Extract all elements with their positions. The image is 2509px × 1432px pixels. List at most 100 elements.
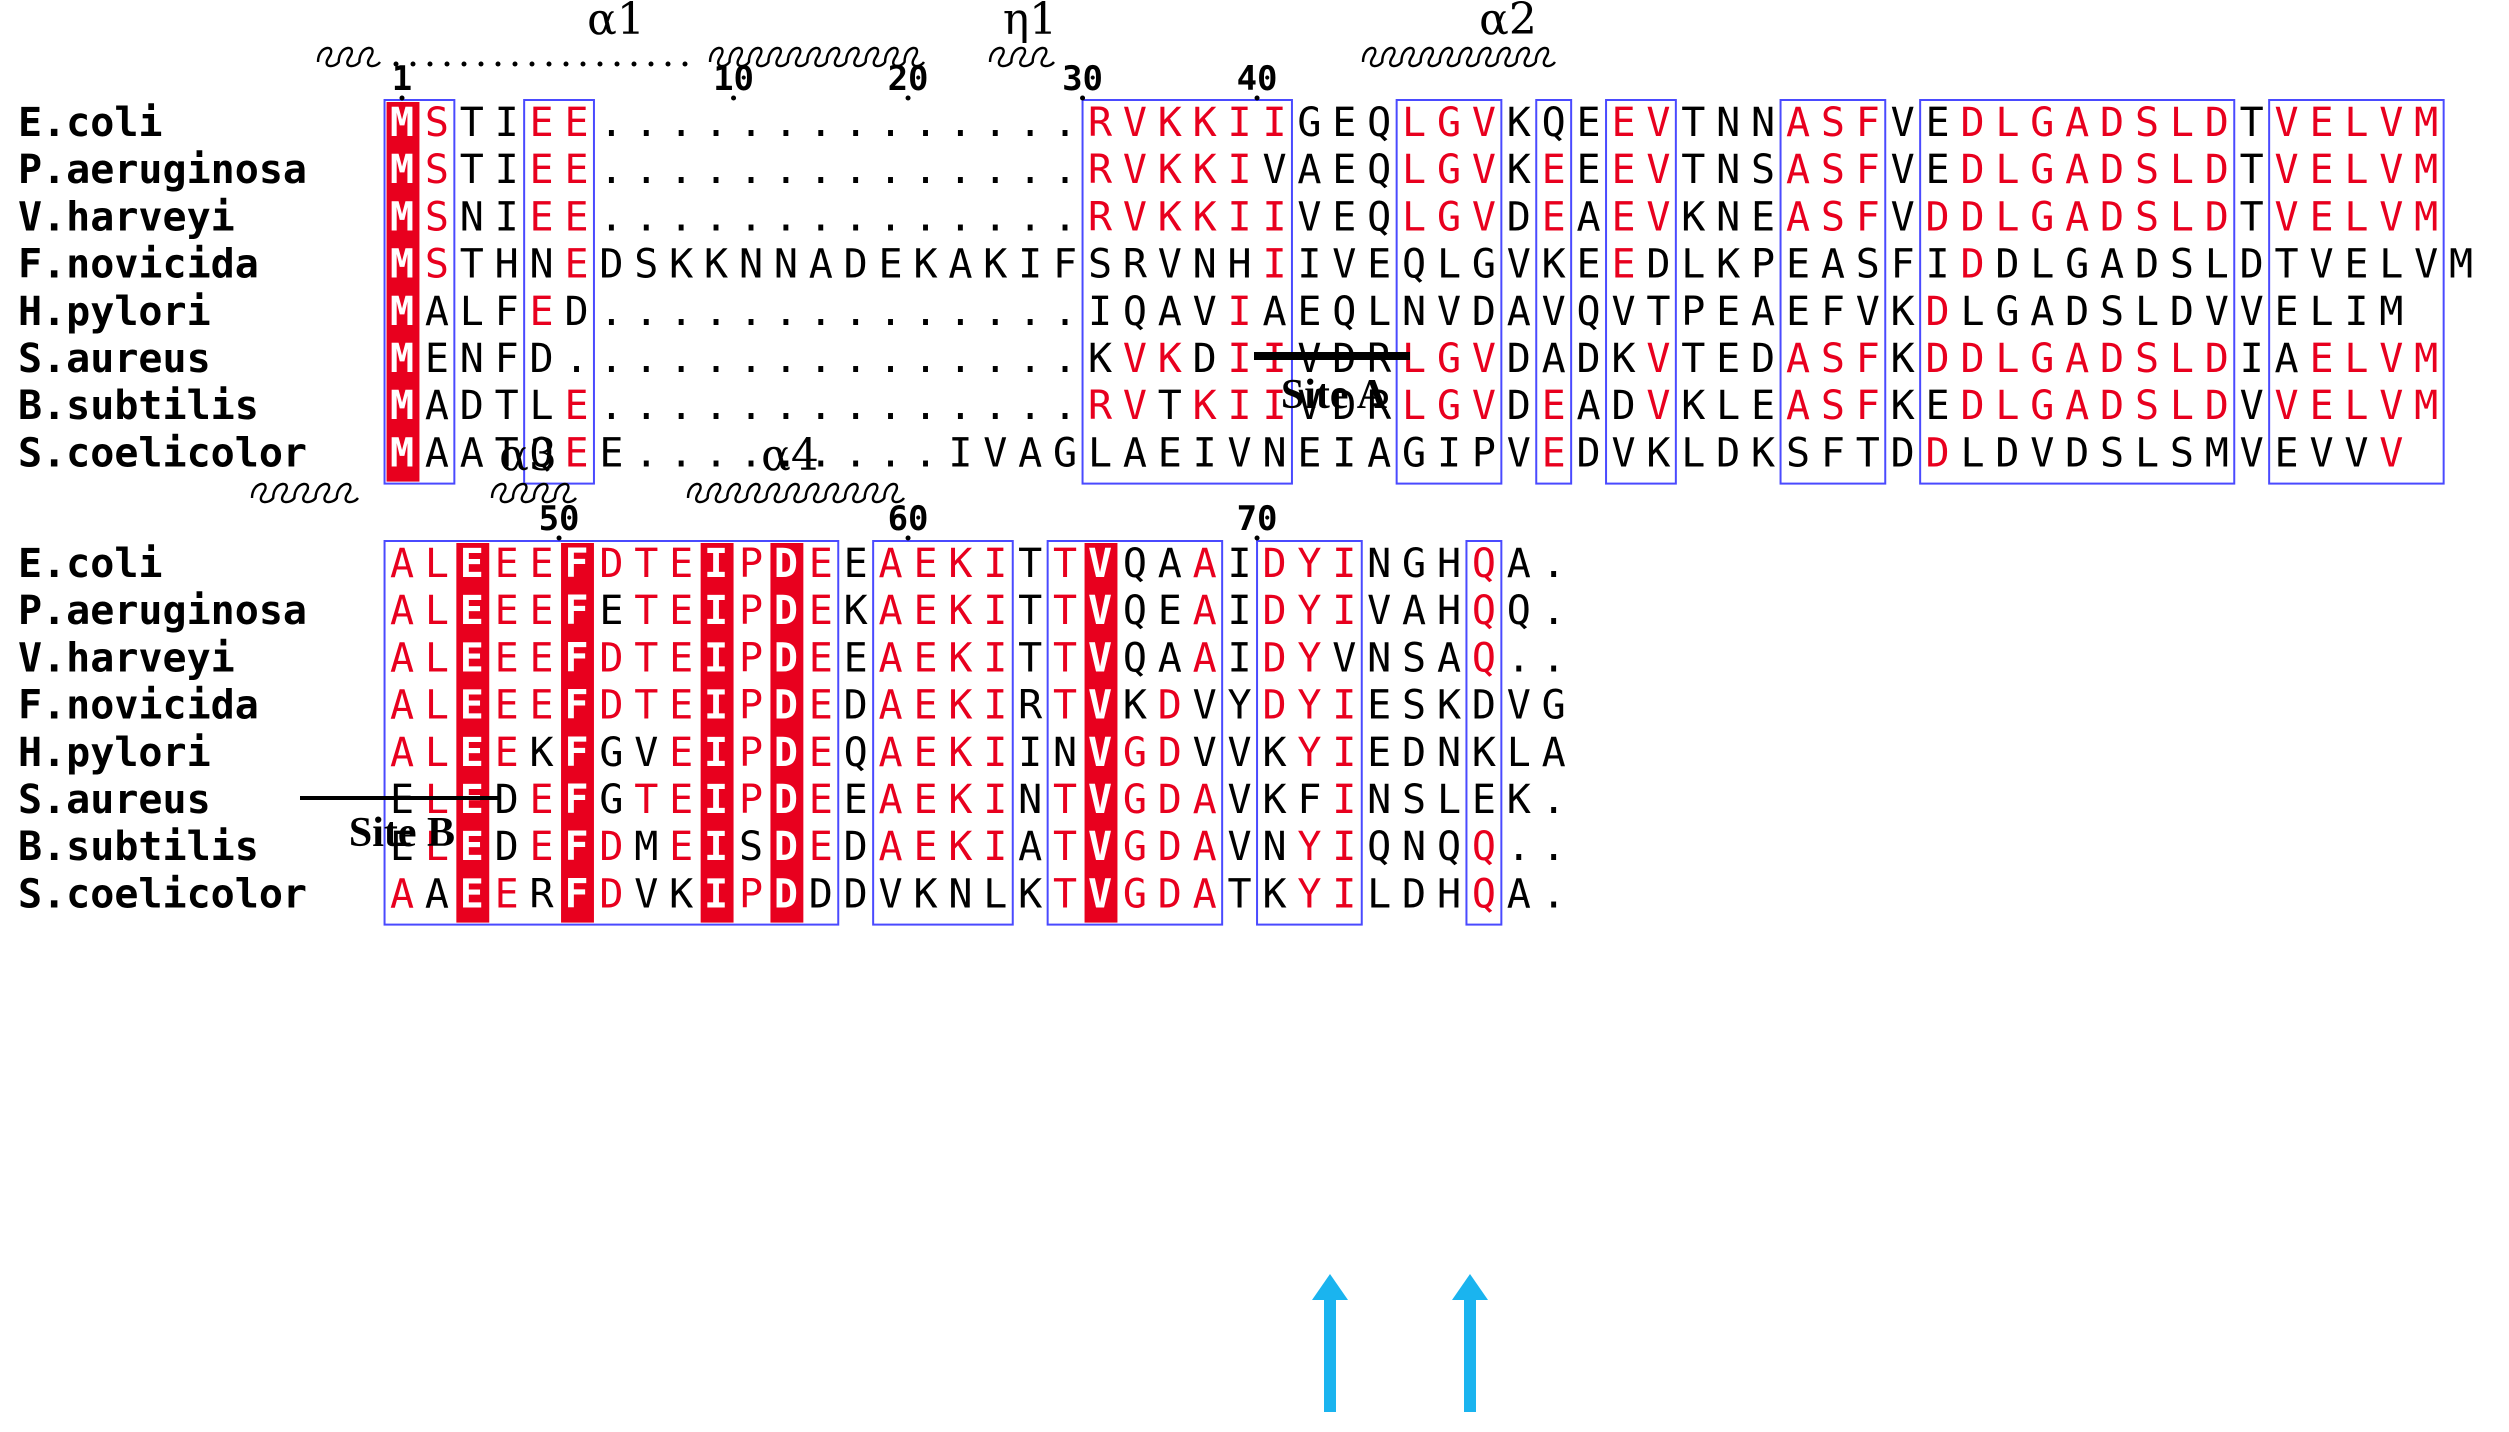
residue: E bbox=[460, 683, 484, 729]
residue: . bbox=[599, 336, 623, 382]
residue: M bbox=[634, 824, 658, 870]
residue: N bbox=[1716, 194, 1740, 240]
residue: D bbox=[1716, 430, 1740, 476]
residue: V bbox=[2275, 383, 2299, 429]
residue: E bbox=[1542, 147, 1566, 193]
residue: M bbox=[390, 100, 414, 146]
residue: L bbox=[2030, 242, 2054, 288]
residue: M bbox=[2414, 383, 2438, 429]
residue: F bbox=[1821, 430, 1845, 476]
residue: D bbox=[1960, 194, 1984, 240]
residue: L bbox=[2170, 194, 2194, 240]
residue: L bbox=[1681, 430, 1705, 476]
residue: L bbox=[1995, 336, 2019, 382]
residue: S bbox=[1402, 635, 1426, 681]
residue: . bbox=[774, 100, 798, 146]
residue: L bbox=[1437, 777, 1461, 823]
residue: T bbox=[1681, 100, 1705, 146]
residue: I bbox=[704, 635, 728, 681]
similarity-box bbox=[1256, 540, 1363, 926]
residue: Q bbox=[1123, 541, 1147, 587]
residue: S bbox=[1821, 147, 1845, 193]
residue: D bbox=[2205, 383, 2229, 429]
residue: E bbox=[495, 730, 519, 776]
residue: I bbox=[1297, 242, 1321, 288]
residue: E bbox=[1751, 383, 1775, 429]
residue: V bbox=[1507, 242, 1531, 288]
residue: T bbox=[1856, 430, 1880, 476]
residue: S bbox=[1821, 194, 1845, 240]
residue: . bbox=[739, 383, 763, 429]
residue: E bbox=[879, 242, 903, 288]
residue: I bbox=[1332, 824, 1356, 870]
residue: T bbox=[2240, 100, 2264, 146]
residue: E bbox=[460, 588, 484, 634]
residue: T bbox=[1053, 824, 1077, 870]
residue: E bbox=[1367, 730, 1391, 776]
residue: . bbox=[948, 336, 972, 382]
residue: R bbox=[1018, 683, 1043, 729]
residue: L bbox=[1995, 383, 2019, 429]
residue: S bbox=[2135, 147, 2159, 193]
residue: V bbox=[1088, 824, 1112, 870]
residue: Q bbox=[1472, 824, 1496, 870]
residue: . bbox=[634, 147, 658, 193]
residue: R bbox=[1088, 383, 1113, 429]
residue: H bbox=[495, 242, 519, 288]
residue: E bbox=[913, 683, 937, 729]
residue: K bbox=[1507, 777, 1531, 823]
residue: . bbox=[809, 289, 833, 335]
residue: H bbox=[1228, 242, 1252, 288]
residue: Q bbox=[1367, 194, 1391, 240]
residue: L bbox=[2309, 289, 2333, 335]
residue: D bbox=[1577, 336, 1601, 382]
residue: N bbox=[1716, 100, 1740, 146]
residue: D bbox=[1926, 336, 1950, 382]
residue: N bbox=[1262, 824, 1286, 870]
residue: E bbox=[1577, 147, 1601, 193]
residue: I bbox=[983, 824, 1007, 870]
residue: . bbox=[913, 289, 937, 335]
residue: E bbox=[530, 541, 554, 587]
residue: Y bbox=[1297, 588, 1321, 634]
residue: . bbox=[844, 289, 868, 335]
residue: S bbox=[2170, 430, 2194, 476]
residue: A bbox=[2065, 336, 2089, 382]
residue: . bbox=[879, 383, 903, 429]
residue: M bbox=[2449, 242, 2473, 288]
residue: Y bbox=[1297, 635, 1321, 681]
residue: E bbox=[530, 100, 554, 146]
highlight-arrow-head bbox=[1312, 1274, 1348, 1300]
residue: L bbox=[1437, 242, 1461, 288]
residue: K bbox=[1611, 336, 1635, 382]
residue: M bbox=[2205, 430, 2229, 476]
residue: D bbox=[809, 871, 833, 917]
residue: A bbox=[1786, 194, 1810, 240]
residue: K bbox=[1193, 100, 1217, 146]
residue: E bbox=[564, 430, 588, 476]
residue: Q bbox=[1367, 100, 1391, 146]
residue: D bbox=[1960, 147, 1984, 193]
residue: K bbox=[983, 242, 1007, 288]
residue: K bbox=[1193, 383, 1217, 429]
residue: . bbox=[564, 336, 588, 382]
residue: L bbox=[1681, 242, 1705, 288]
residue: I bbox=[495, 194, 519, 240]
residue: T bbox=[460, 242, 484, 288]
residue: G bbox=[1437, 100, 1461, 146]
residue: S bbox=[425, 100, 449, 146]
coil-dot bbox=[597, 61, 603, 67]
residue: A bbox=[2030, 289, 2054, 335]
residue: Y bbox=[1297, 871, 1321, 917]
residue: . bbox=[599, 289, 623, 335]
residue: V bbox=[1611, 430, 1635, 476]
residue: D bbox=[1332, 383, 1356, 429]
residue: G bbox=[2065, 242, 2089, 288]
residue: V bbox=[634, 871, 658, 917]
residue: M bbox=[390, 242, 414, 288]
conserved-column bbox=[1084, 543, 1118, 923]
residue: L bbox=[2135, 430, 2159, 476]
residue: Y bbox=[1297, 541, 1321, 587]
residue: T bbox=[1158, 383, 1182, 429]
residue: A bbox=[879, 683, 903, 729]
